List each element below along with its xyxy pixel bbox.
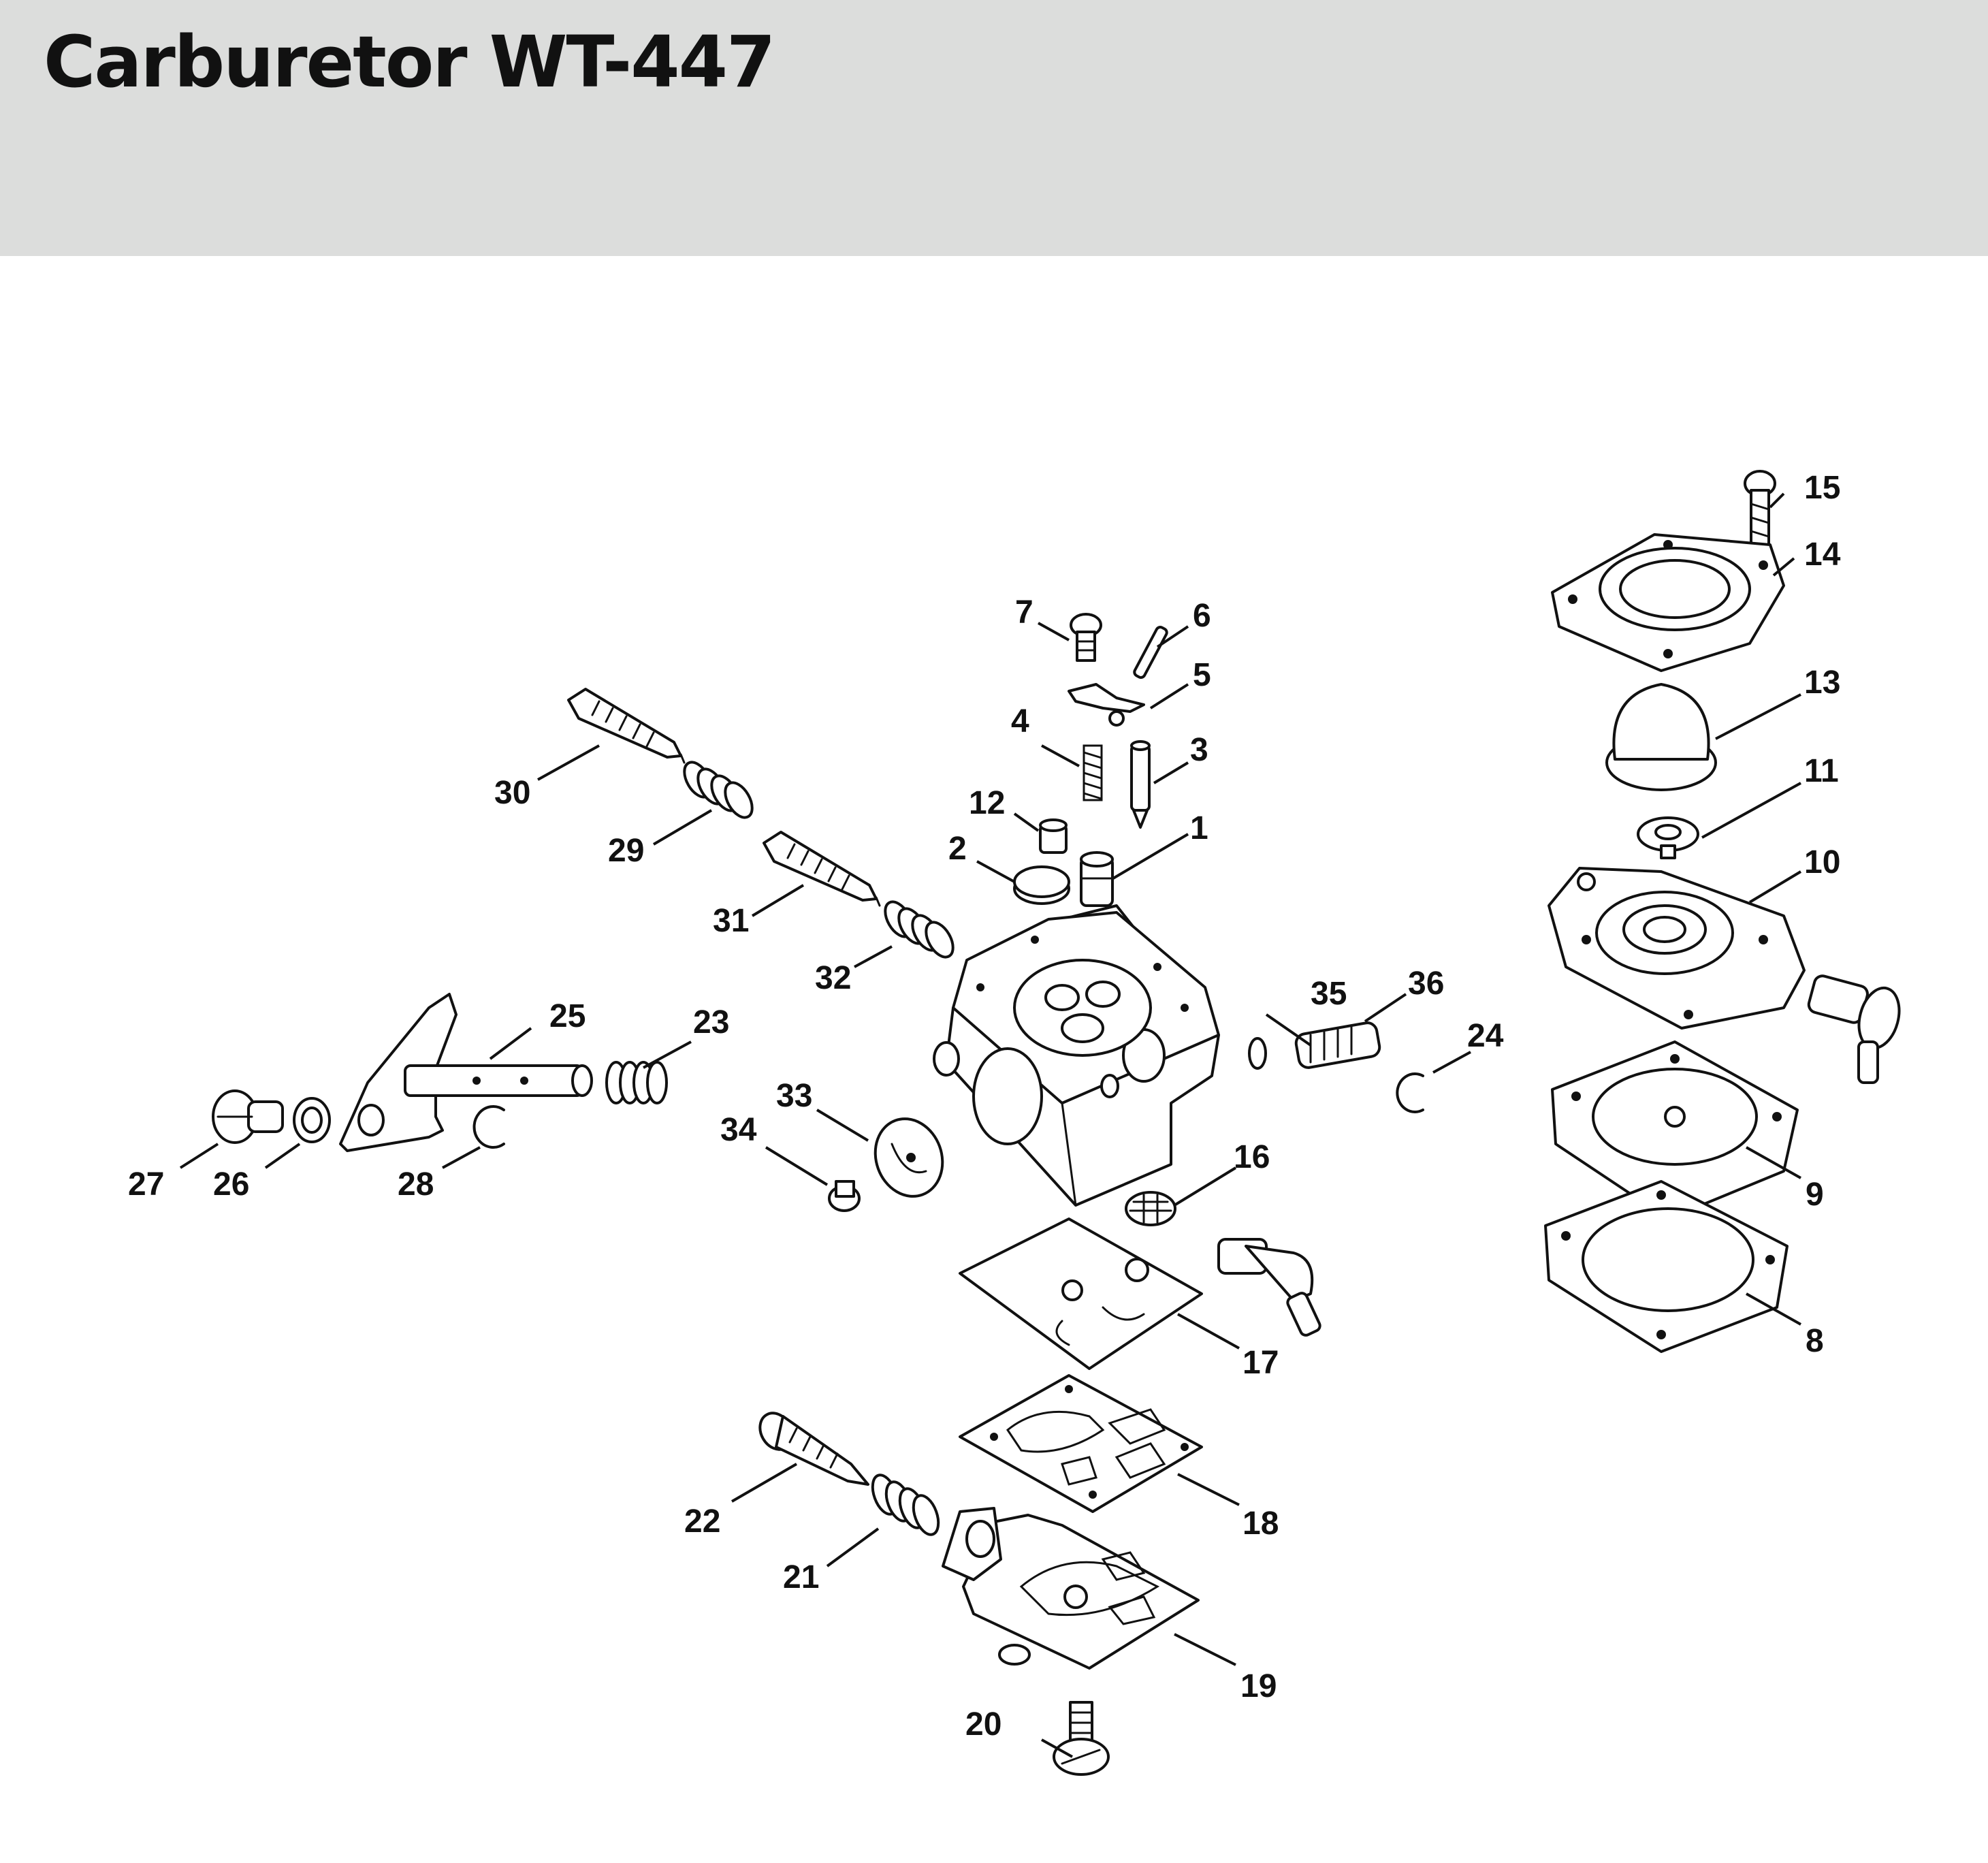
callout-25: 25	[549, 998, 586, 1034]
part-31-adjusting-screw	[763, 831, 881, 907]
part-1-valve-seat	[1080, 851, 1114, 907]
callout-33: 33	[776, 1078, 812, 1114]
callout-21: 21	[783, 1559, 819, 1595]
callout-19: 19	[1240, 1668, 1277, 1704]
part-8-gasket	[1544, 1180, 1789, 1353]
part-26-washer	[293, 1097, 331, 1143]
part-19-pump-housing	[942, 1507, 1200, 1670]
part-35-o-ring	[1248, 1037, 1267, 1070]
callout-36: 36	[1408, 966, 1444, 1002]
leader-lines	[179, 492, 1802, 1758]
part-18-gasket	[959, 1374, 1203, 1513]
callout-28: 28	[398, 1166, 434, 1203]
part-30-adjusting-screw	[567, 688, 686, 764]
callout-4: 4	[1011, 703, 1029, 739]
part-22-adjusting-screw	[758, 1412, 869, 1486]
elbow-connector-center	[1217, 1238, 1321, 1337]
part-34-screw	[828, 1180, 861, 1212]
callout-31: 31	[713, 903, 749, 939]
part-3-inlet-needle	[1130, 740, 1151, 829]
part-12-sleeve	[1039, 818, 1068, 854]
callout-9: 9	[1806, 1177, 1824, 1213]
callout-3: 3	[1190, 732, 1208, 768]
callout-24: 24	[1467, 1018, 1504, 1054]
part-2-plug	[1013, 865, 1070, 905]
part-29-spring	[683, 761, 754, 819]
callout-20: 20	[965, 1706, 1001, 1742]
page-title: Carburetor WT-447	[44, 20, 775, 104]
part-25-throttle-shaft	[339, 993, 593, 1152]
part-20-screw	[1053, 1701, 1110, 1776]
callout-5: 5	[1193, 657, 1211, 693]
callout-14: 14	[1804, 537, 1841, 573]
part-10-pump-cover	[1548, 867, 1806, 1030]
part-21-spring	[871, 1474, 940, 1536]
callout-23: 23	[693, 1004, 729, 1040]
part-6-spindle	[1133, 626, 1168, 679]
part-23-spring	[605, 1061, 668, 1104]
callout-15: 15	[1804, 470, 1840, 506]
callout-32: 32	[815, 960, 851, 996]
part-24-clip	[1396, 1072, 1424, 1113]
part-16-strainer	[1125, 1191, 1176, 1226]
callout-10: 10	[1804, 844, 1840, 880]
part-5-lever	[1068, 683, 1145, 727]
callout-17: 17	[1242, 1345, 1279, 1381]
part-14-cover	[1551, 533, 1785, 672]
callout-29: 29	[608, 833, 644, 869]
part-33-choke-disk	[873, 1117, 944, 1198]
part-4-spring	[1083, 744, 1103, 801]
callout-34: 34	[720, 1112, 757, 1148]
callout-27: 27	[128, 1166, 164, 1203]
part-13-primer-bulb	[1605, 683, 1717, 791]
part-28-clip	[472, 1105, 505, 1149]
callout-35: 35	[1311, 976, 1347, 1012]
callout-18: 18	[1242, 1506, 1279, 1542]
elbow-connector-right	[1807, 974, 1901, 1084]
callout-6: 6	[1193, 598, 1211, 634]
carburetor-body	[933, 904, 1220, 1207]
callout-16: 16	[1234, 1139, 1270, 1175]
part-11-valve	[1637, 816, 1699, 859]
header-band: Carburetor WT-447	[0, 0, 1988, 256]
part-32-spring	[884, 900, 955, 959]
callout-2: 2	[948, 831, 967, 867]
part-9-diaphragm	[1551, 1040, 1799, 1220]
part-36-fuel-screen-plug	[1294, 1021, 1381, 1069]
part-27-screw	[212, 1089, 284, 1144]
part-7-screw	[1070, 613, 1102, 662]
callout-22: 22	[684, 1503, 720, 1540]
callout-26: 26	[213, 1166, 249, 1203]
callout-7: 7	[1015, 594, 1033, 631]
callout-labels: 1 2 3 4 5 6 7 8 9 10 11 12 13 14 15 16 1…	[128, 470, 1841, 1742]
callout-30: 30	[494, 775, 530, 811]
callout-11: 11	[1804, 753, 1839, 789]
callout-13: 13	[1804, 665, 1840, 701]
part-17-gasket	[959, 1217, 1203, 1370]
callout-8: 8	[1806, 1323, 1824, 1359]
callout-1: 1	[1190, 810, 1208, 846]
callout-12: 12	[969, 785, 1005, 821]
